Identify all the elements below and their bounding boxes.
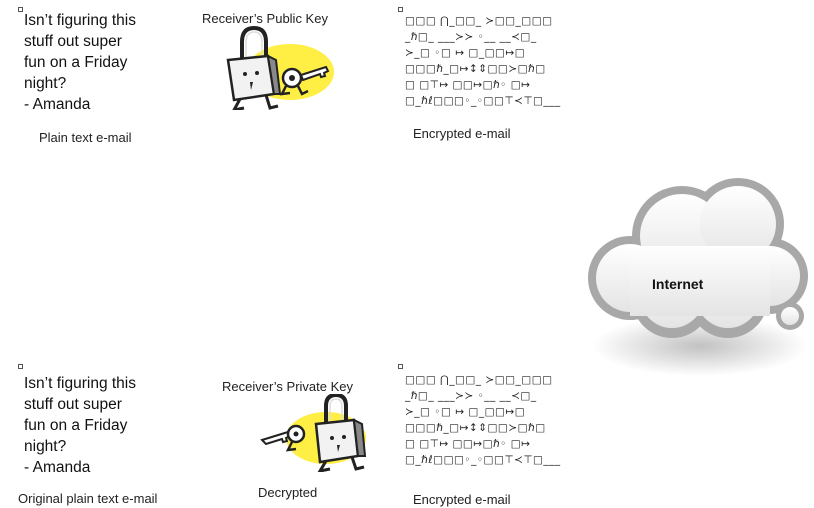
bullet-marker <box>18 7 23 12</box>
padlock-key-icon <box>260 394 367 472</box>
cloud-icon <box>588 178 808 376</box>
original-plain-text-caption: Original plain text e-mail <box>18 491 158 506</box>
padlock-key-icon <box>226 25 334 110</box>
encrypted-text-top: □□□ ⋂_□□_ ≻□□_□□□ _ℏ□_ ___≻≻ ◦__ __≺□_ ≻… <box>405 15 561 107</box>
bullet-marker <box>18 364 23 369</box>
plain-text-message-top: Isn’t figuring this stuff out super fun … <box>24 12 136 113</box>
plain-text-caption-top: Plain text e-mail <box>39 130 132 145</box>
plain-text-message-bottom: Isn’t figuring this stuff out super fun … <box>24 375 136 476</box>
decrypted-caption: Decrypted <box>258 485 318 500</box>
encrypted-caption-top: Encrypted e-mail <box>413 126 511 141</box>
public-key-label: Receiver’s Public Key <box>202 11 328 26</box>
private-key-label: Receiver’s Private Key <box>222 379 354 394</box>
bullet-marker <box>398 7 403 12</box>
encrypted-text-bottom: □□□ ⋂_□□_ ≻□□_□□□ _ℏ□_ ___≻≻ ◦__ __≺□_ ≻… <box>405 374 561 466</box>
encrypted-caption-bottom: Encrypted e-mail <box>413 492 511 507</box>
internet-label: Internet <box>652 276 704 292</box>
bullet-marker <box>398 364 403 369</box>
